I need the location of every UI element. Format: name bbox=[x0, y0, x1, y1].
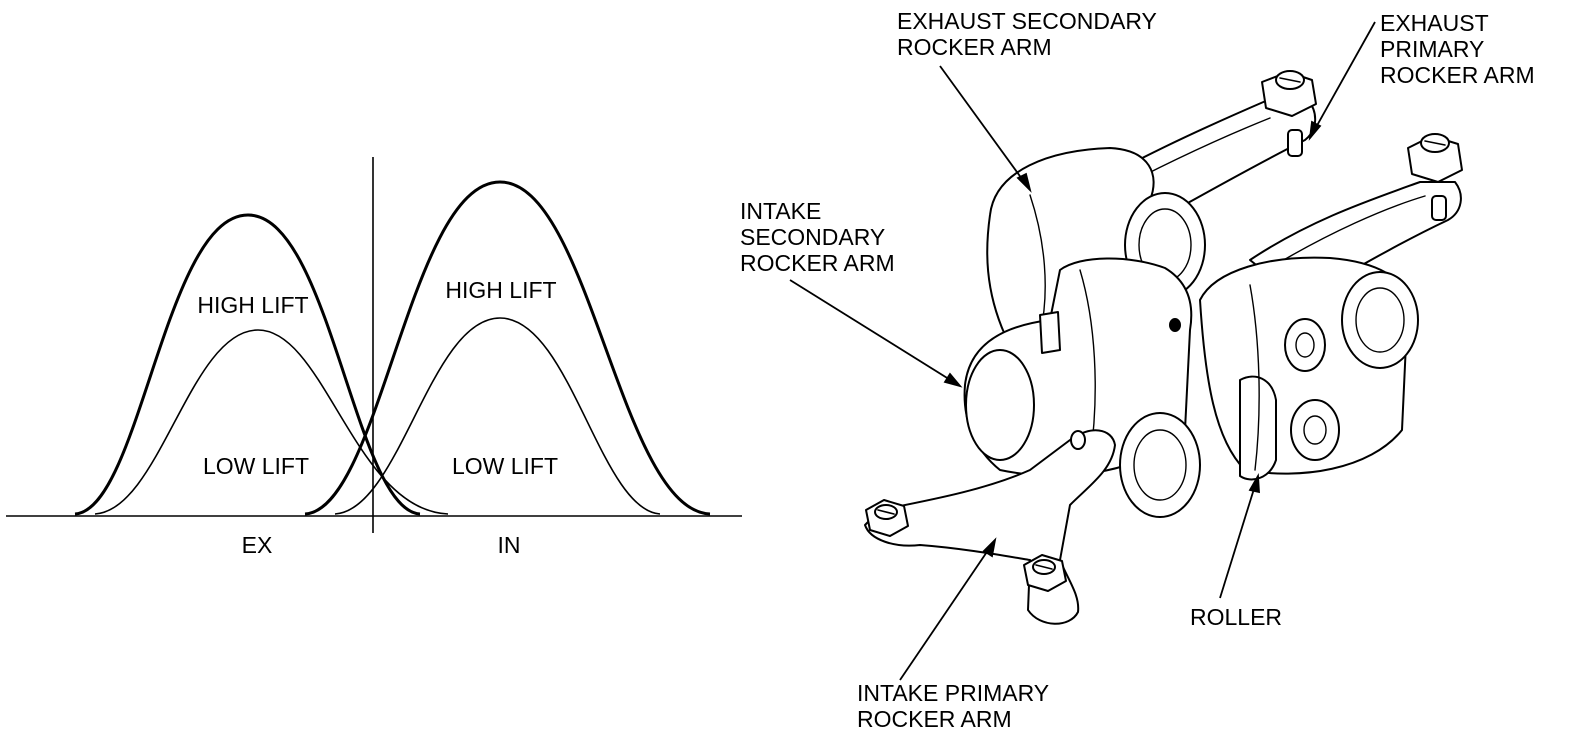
callout-intake-primary: INTAKE PRIMARY ROCKER ARM bbox=[857, 680, 1055, 732]
in-axis-label: IN bbox=[498, 532, 521, 558]
intake-secondary-rocker-arm bbox=[963, 257, 1193, 477]
ex-high-lift-label: HIGH LIFT bbox=[197, 292, 308, 318]
in-high-lift-label: HIGH LIFT bbox=[445, 277, 556, 303]
callout-labels: EXHAUST SECONDARY ROCKER ARM EXHAUST PRI… bbox=[740, 8, 1535, 732]
intake-primary-rocker-arm bbox=[864, 412, 1201, 625]
in-low-lift-curve bbox=[334, 317, 661, 515]
ex-low-lift-label: LOW LIFT bbox=[203, 453, 309, 479]
leader-intake-secondary bbox=[789, 279, 961, 387]
leader-exhaust-secondary bbox=[939, 65, 1031, 191]
rocker-arm-illustration bbox=[864, 70, 1463, 625]
callout-roller: ROLLER bbox=[1190, 604, 1282, 630]
leader-exhaust-primary bbox=[1309, 21, 1376, 139]
valve-lift-graph bbox=[6, 157, 742, 533]
leader-roller bbox=[1219, 475, 1259, 599]
callout-exhaust-primary: EXHAUST PRIMARY ROCKER ARM bbox=[1380, 10, 1535, 88]
in-low-lift-label: LOW LIFT bbox=[452, 453, 558, 479]
roller-rocker-assembly bbox=[1199, 256, 1419, 481]
callout-exhaust-secondary: EXHAUST SECONDARY ROCKER ARM bbox=[897, 8, 1163, 60]
in-high-lift-curve bbox=[304, 180, 711, 516]
callout-leaders bbox=[789, 21, 1376, 681]
callout-intake-secondary: INTAKE SECONDARY ROCKER ARM bbox=[740, 198, 895, 276]
leader-intake-primary bbox=[899, 539, 996, 681]
ex-axis-label: EX bbox=[242, 532, 273, 558]
ex-low-lift-curve bbox=[94, 329, 449, 515]
ex-high-lift-curve bbox=[74, 213, 421, 516]
